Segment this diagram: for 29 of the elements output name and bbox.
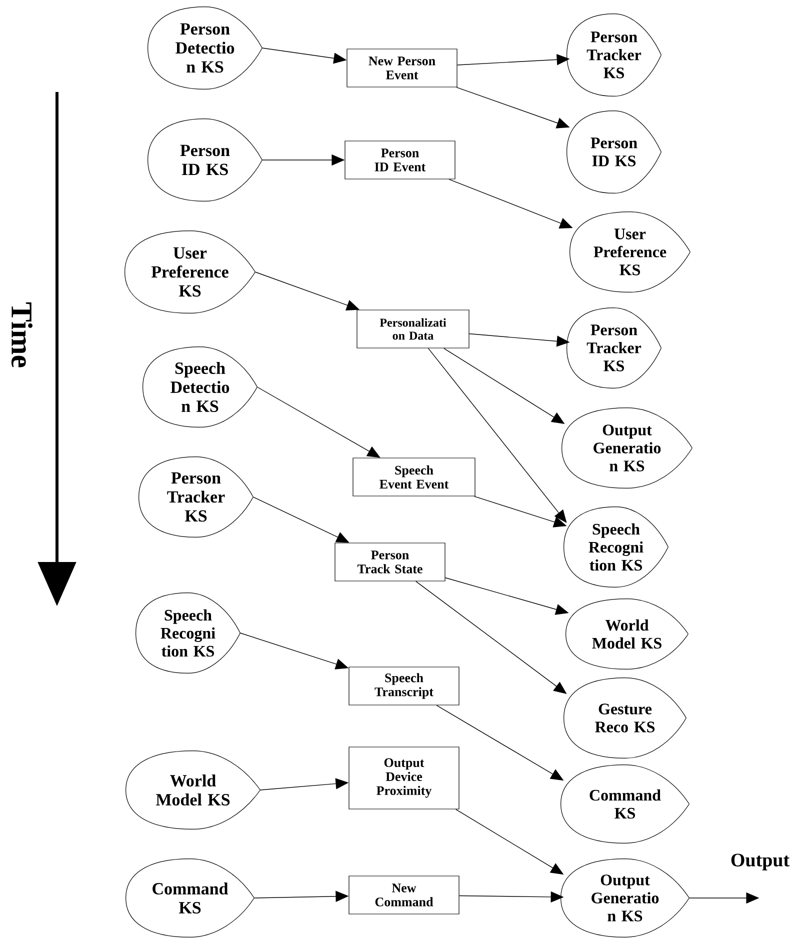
event-box: Person ID Event <box>344 140 456 180</box>
knowledge-source: Person Detectio n KS <box>148 6 262 90</box>
knowledge-source: Person ID KS <box>148 118 262 202</box>
knowledge-source: Person Tracker KS <box>138 456 254 538</box>
knowledge-source: User Preference KS <box>570 212 690 292</box>
knowledge-source: Speech Detectio n KS <box>142 346 258 428</box>
axis-label: Output <box>731 854 790 870</box>
knowledge-source: Person ID KS <box>566 110 662 194</box>
knowledge-source: Output Generatio n KS <box>562 408 692 488</box>
arrow <box>428 348 567 523</box>
event-box: New Person Event <box>346 48 458 88</box>
knowledge-source: Output Generatio n KS <box>560 858 690 938</box>
event-box: Personalizati on Data <box>356 310 470 348</box>
knowledge-source: Person Tracker KS <box>566 14 662 96</box>
axis-label: Time <box>11 302 33 368</box>
knowledge-source: Gesture Reco KS <box>564 678 686 758</box>
knowledge-source: Command KS <box>126 858 254 938</box>
event-box: Speech Transcript <box>348 666 460 706</box>
event-box: Person Track State <box>334 542 446 582</box>
knowledge-source: Command KS <box>560 764 690 844</box>
event-box: Speech Event Event <box>352 458 476 496</box>
knowledge-source: User Preference KS <box>124 230 256 314</box>
knowledge-source: Person Tracker KS <box>566 308 662 388</box>
knowledge-source: Speech Recogni tion KS <box>136 592 240 674</box>
knowledge-source: World Model KS <box>566 598 688 670</box>
event-box: New Command <box>348 876 460 914</box>
knowledge-source: Speech Recogni tion KS <box>564 506 668 588</box>
knowledge-source: World Model KS <box>126 750 260 830</box>
event-box: Output Device Proximity <box>348 746 460 810</box>
